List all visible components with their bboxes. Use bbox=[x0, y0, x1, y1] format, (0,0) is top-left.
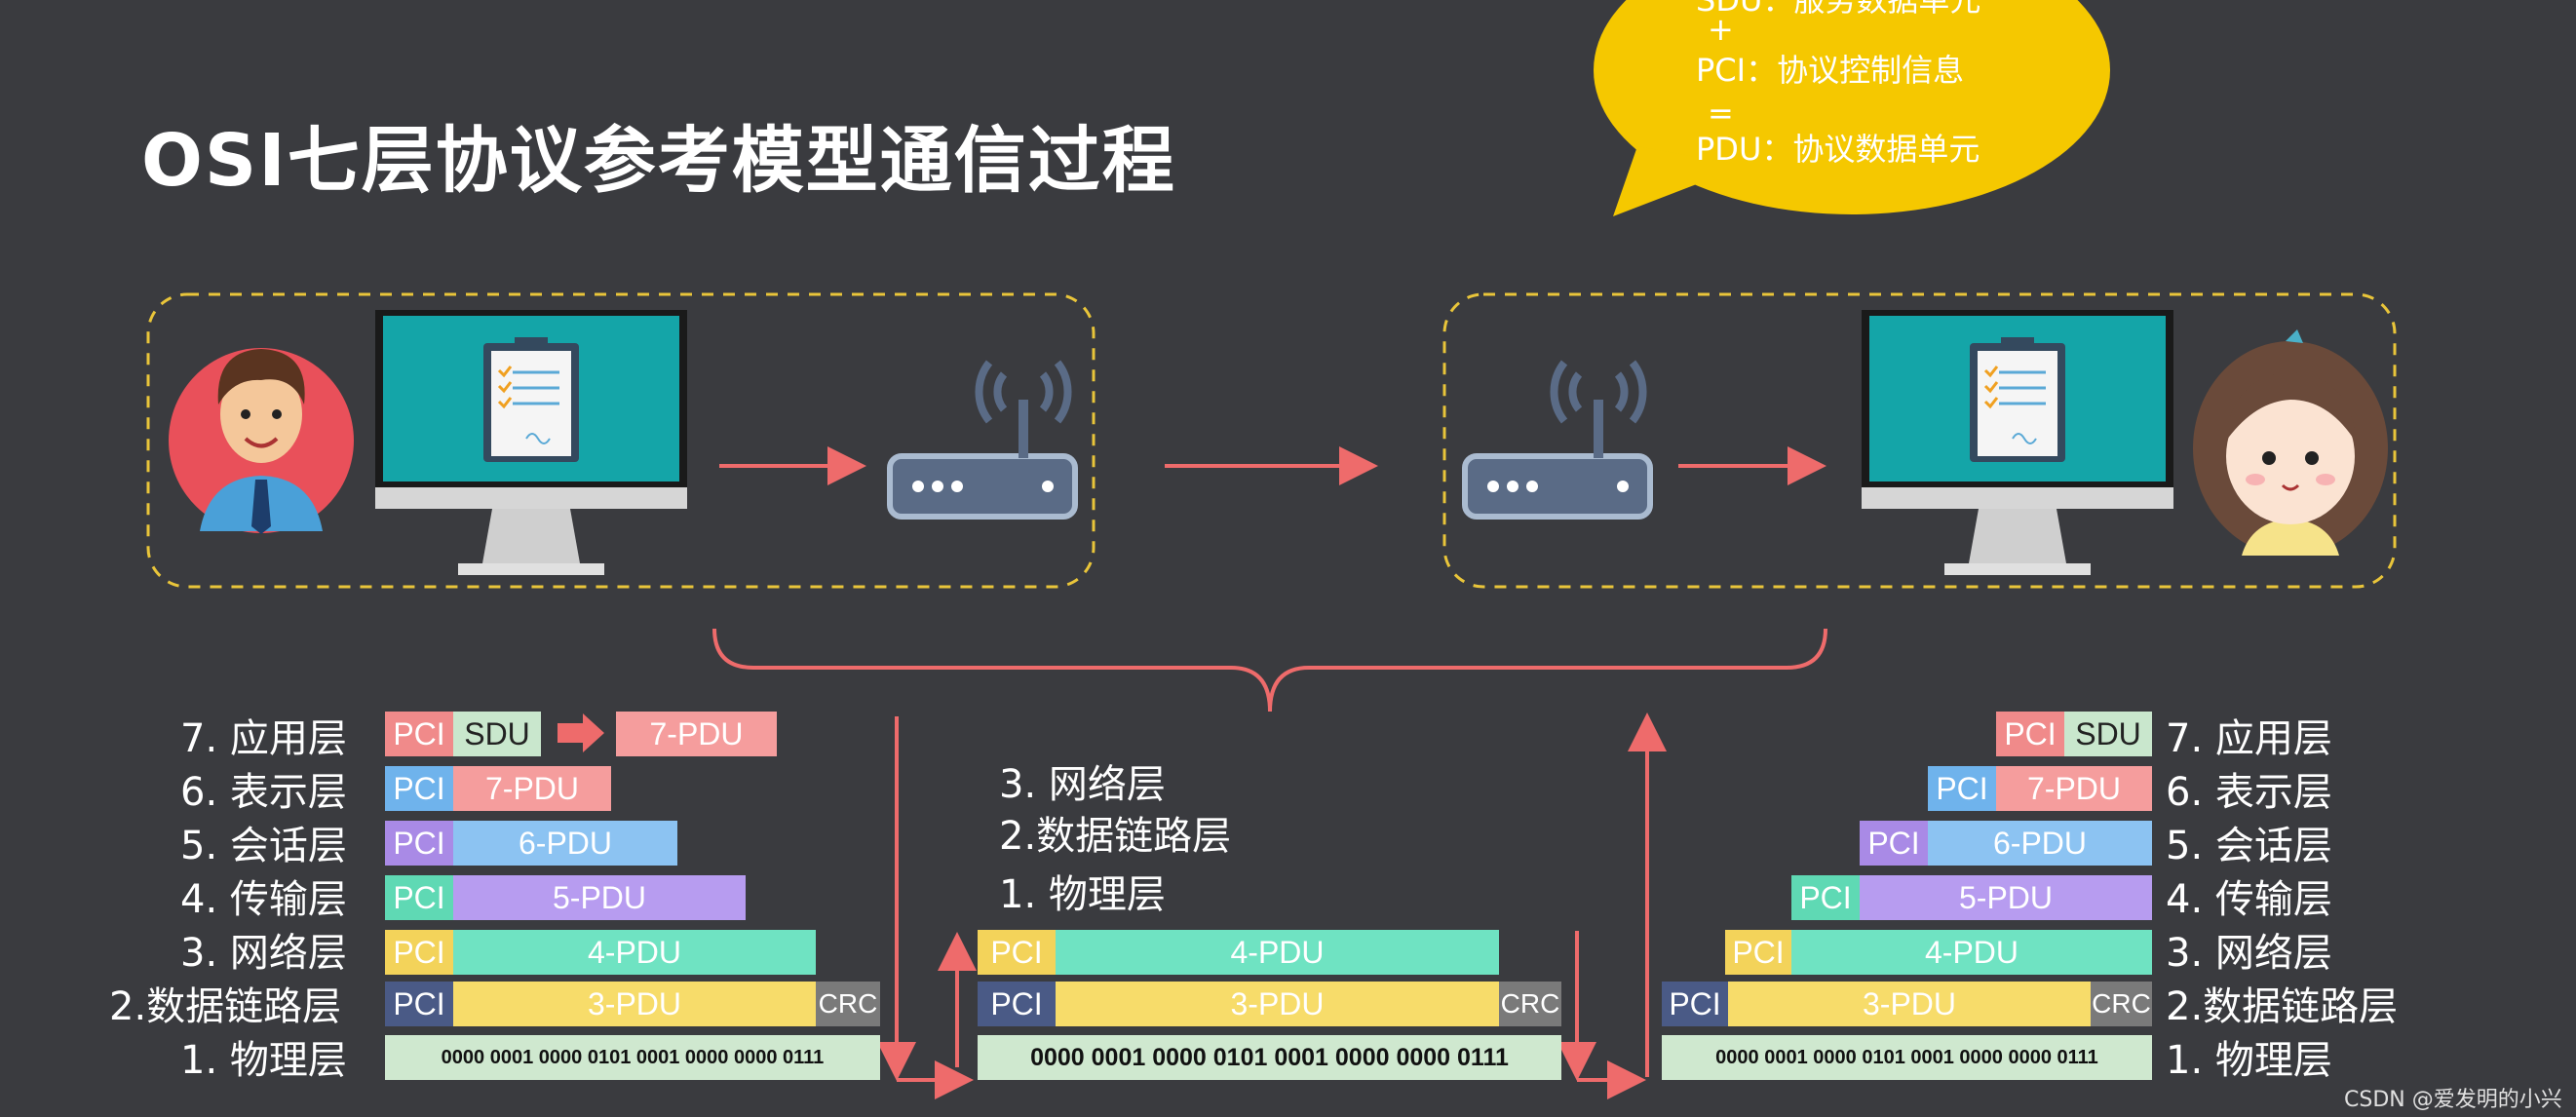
bubble-pdu-line: PDU：协议数据单元 bbox=[1696, 131, 1980, 168]
left-layer-2: 2.数据链路层 bbox=[109, 984, 342, 1029]
wifi-signal-icon bbox=[1550, 360, 1647, 424]
woman-avatar-icon bbox=[2193, 329, 2388, 556]
bubble-equals: = bbox=[1708, 95, 1734, 132]
pdu3-cell: 3-PDU bbox=[1056, 982, 1499, 1026]
pdu4-cell: 4-PDU bbox=[1056, 930, 1499, 975]
pdu7-cell: 7-PDU bbox=[1996, 766, 2152, 811]
mid-layer-1: 1. 物理层 bbox=[999, 872, 1166, 917]
pdu7-cell: 7-PDU bbox=[453, 766, 611, 811]
pci-cell-7: PCI bbox=[385, 712, 453, 756]
crc-cell: CRC bbox=[1499, 982, 1561, 1026]
bits-cell: 0000 0001 0000 0101 0001 0000 0000 0111 bbox=[978, 1035, 1561, 1080]
pci-cell-3: PCI bbox=[1725, 930, 1791, 975]
right-layer-5: 5. 会话层 bbox=[2166, 824, 2332, 868]
sdu-cell: SDU bbox=[2064, 712, 2152, 756]
left-layer-1: 1. 物理层 bbox=[180, 1038, 347, 1083]
pci-cell-2: PCI bbox=[978, 982, 1056, 1026]
pdu3-cell: 3-PDU bbox=[453, 982, 816, 1026]
pci-cell-4: PCI bbox=[1791, 875, 1860, 920]
pdu5-cell: 5-PDU bbox=[453, 875, 746, 920]
pci-cell-6: PCI bbox=[385, 766, 453, 811]
pci-cell-7: PCI bbox=[1996, 712, 2064, 756]
pdu4-cell: 4-PDU bbox=[1791, 930, 2152, 975]
right-layer-4: 4. 传输层 bbox=[2166, 877, 2332, 922]
crc-cell: CRC bbox=[816, 982, 880, 1026]
pci-cell-6: PCI bbox=[1928, 766, 1996, 811]
pci-cell-4: PCI bbox=[385, 875, 453, 920]
man-avatar-icon bbox=[169, 348, 354, 534]
curly-brace bbox=[712, 628, 1827, 713]
router-icon bbox=[1462, 400, 1653, 520]
left-layer-4: 4. 传输层 bbox=[180, 877, 347, 922]
clipboard-icon bbox=[1970, 337, 2065, 462]
right-layer-3: 3. 网络层 bbox=[2166, 931, 2332, 976]
pdu5-cell: 5-PDU bbox=[1860, 875, 2152, 920]
left-layer-6: 6. 表示层 bbox=[180, 770, 347, 815]
pdu4-cell: 4-PDU bbox=[453, 930, 816, 975]
right-layer-6: 6. 表示层 bbox=[2166, 770, 2332, 815]
pci-cell-2: PCI bbox=[385, 982, 453, 1026]
bubble-sdu-line: SDU：服务数据单元 bbox=[1696, 0, 1981, 19]
right-layer-1: 1. 物理层 bbox=[2166, 1038, 2332, 1083]
mid-layer-2: 2.数据链路层 bbox=[999, 814, 1232, 859]
left-layer-7: 7. 应用层 bbox=[180, 716, 347, 761]
router-icon bbox=[887, 400, 1078, 520]
crc-cell: CRC bbox=[2091, 982, 2152, 1026]
speech-bubble bbox=[1594, 0, 2110, 216]
bubble-plus: + bbox=[1708, 11, 1734, 48]
receiver-dashed-box bbox=[1442, 292, 2397, 589]
pci-cell-3: PCI bbox=[978, 930, 1056, 975]
watermark: CSDN @爱发明的小兴 bbox=[2344, 1088, 2562, 1112]
right-layer-7: 7. 应用层 bbox=[2166, 716, 2332, 761]
page-title: OSI七层协议参考模型通信过程 bbox=[141, 119, 1176, 203]
right-layer-2: 2.数据链路层 bbox=[2166, 984, 2399, 1029]
pci-cell-3: PCI bbox=[385, 930, 453, 975]
encapsulation-arrow-icon bbox=[557, 713, 604, 752]
pci-cell-2: PCI bbox=[1662, 982, 1728, 1026]
pdu6-cell: 6-PDU bbox=[1928, 821, 2152, 866]
left-layer-5: 5. 会话层 bbox=[180, 824, 347, 868]
mid-layer-3: 3. 网络层 bbox=[999, 762, 1166, 807]
left-layer-3: 3. 网络层 bbox=[180, 931, 347, 976]
bits-cell: 0000 0001 0000 0101 0001 0000 0000 0111 bbox=[385, 1035, 880, 1080]
pci-cell-5: PCI bbox=[385, 821, 453, 866]
bits-cell: 0000 0001 0000 0101 0001 0000 0000 0111 bbox=[1662, 1035, 2152, 1080]
sdu-cell: SDU bbox=[453, 712, 541, 756]
wifi-signal-icon bbox=[975, 360, 1072, 424]
bubble-pci-line: PCI：协议控制信息 bbox=[1696, 52, 1965, 89]
sender-dashed-box bbox=[146, 292, 1096, 589]
pdu3-cell: 3-PDU bbox=[1728, 982, 2091, 1026]
pci-cell-5: PCI bbox=[1860, 821, 1928, 866]
pdu6-cell: 6-PDU bbox=[453, 821, 677, 866]
clipboard-icon bbox=[483, 337, 579, 462]
pdu7-cell: 7-PDU bbox=[616, 712, 777, 756]
